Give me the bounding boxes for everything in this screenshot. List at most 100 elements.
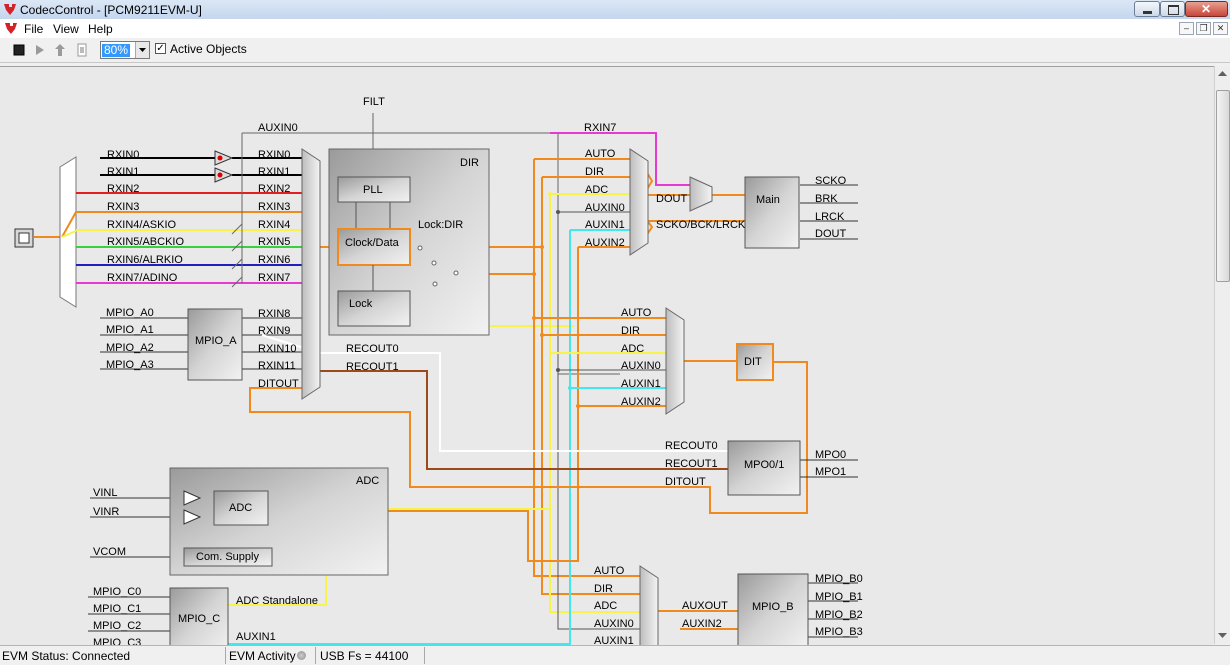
rx-input-label: RXIN3	[107, 201, 139, 213]
mpio-a-pin-labels: MPIO_A0 MPIO_A1 MPIO_A2 MPIO_A3	[106, 307, 154, 371]
rx-input-label: RXIN1	[107, 166, 139, 178]
main-mux[interactable]	[629, 148, 649, 256]
mpio-a-block[interactable]	[187, 308, 243, 381]
doc-restore-button[interactable]: ❐	[1196, 22, 1211, 35]
rx-mux-labels: RXIN0 RXIN1 RXIN2 RXIN3 RXIN4 RXIN5 RXIN…	[258, 149, 299, 390]
rx-input-label: RXIN6/ALRKIO	[107, 254, 183, 266]
stop-icon[interactable]	[12, 43, 26, 57]
clock-data-label: Clock/Data	[345, 237, 400, 249]
main-title: Main	[756, 194, 780, 206]
mpio-b-output-label: MPIO_B0	[815, 573, 863, 585]
vinr-label: VINR	[93, 506, 119, 518]
dit-block[interactable]	[736, 343, 774, 381]
zoom-value: 80%	[102, 43, 131, 57]
mpio-c-pin-label: MPIO_C3	[93, 637, 141, 645]
play-icon[interactable]	[33, 43, 47, 57]
mpo-input-label: RECOUT1	[665, 458, 718, 470]
zoom-dropdown-button[interactable]	[135, 42, 149, 58]
mpio-a-pin-label: MPIO_A2	[106, 342, 154, 354]
close-button[interactable]: ✕	[1185, 1, 1228, 17]
lock-dir-label: Lock:DIR	[418, 219, 463, 231]
scroll-down-icon[interactable]	[1218, 632, 1227, 639]
mpio-b-mux-input-label: AUXIN1	[594, 635, 634, 645]
doc-close-button[interactable]: ✕	[1213, 22, 1228, 35]
mpio-c-pin-label: MPIO_C2	[93, 620, 141, 632]
menu-file[interactable]: File	[24, 22, 44, 36]
minimize-button[interactable]	[1134, 1, 1160, 17]
doc-logo-icon	[5, 23, 17, 34]
rx-mux-input-label: RXIN3	[258, 201, 290, 213]
rx-input-label: RXIN0	[107, 149, 139, 161]
main-mux-input-label: AUTO	[585, 148, 616, 160]
dout-selector[interactable]	[689, 176, 713, 212]
rx-input-label: RXIN4/ASKIO	[107, 219, 177, 231]
mpo-title: MPO0/1	[744, 459, 784, 471]
mpio-b-block[interactable]	[737, 573, 809, 645]
upload-icon[interactable]	[53, 43, 67, 57]
active-objects-label: Active Objects	[170, 42, 247, 56]
menu-view[interactable]: View	[53, 22, 79, 36]
dit-mux-input-label: AUXIN1	[621, 378, 661, 390]
mpio-c-title: MPIO_C	[178, 613, 220, 625]
mpio-b-auxin2-label: AUXIN2	[682, 618, 722, 630]
menu-help[interactable]: Help	[88, 22, 113, 36]
dit-mux-input-label: AUXIN2	[621, 396, 661, 408]
pll-block[interactable]	[337, 176, 411, 203]
com-supply-block[interactable]	[183, 547, 273, 567]
adc-title: ADC	[356, 475, 379, 487]
mpio-c-block[interactable]	[169, 587, 229, 645]
scroll-thumb[interactable]	[1216, 90, 1230, 282]
mpo-input-label: RECOUT0	[665, 440, 718, 452]
dit-mux-input-label: DIR	[621, 325, 640, 337]
rx-mux[interactable]	[301, 148, 321, 400]
rx-mux-input-label: RXIN11	[258, 360, 296, 372]
mpio-a-title: MPIO_A	[195, 335, 237, 347]
dit-mux[interactable]	[665, 307, 685, 415]
adc-core-label: ADC	[229, 502, 252, 514]
mpio-c-pin-label: MPIO_C0	[93, 586, 141, 598]
toolbar: 80% ✓ Active Objects	[0, 38, 1230, 63]
mpio-b-mux[interactable]	[639, 565, 659, 645]
clock-data-block[interactable]	[337, 228, 411, 266]
dit-mux-input-label: AUTO	[621, 307, 652, 319]
rx-mux-input-label: DITOUT	[258, 378, 299, 390]
zoom-select[interactable]: 80%	[100, 41, 150, 59]
dout-bus-label: DOUT	[656, 193, 687, 205]
main-mux-input-label: ADC	[585, 184, 608, 196]
recout1-label: RECOUT1	[346, 361, 399, 373]
main-output-label: LRCK	[815, 211, 845, 223]
lock-label: Lock	[349, 298, 373, 310]
vertical-scrollbar[interactable]	[1214, 66, 1230, 644]
mpo-block[interactable]	[727, 440, 801, 496]
chevron-down-icon	[139, 48, 146, 52]
lock-block[interactable]	[337, 290, 411, 327]
page-icon[interactable]	[75, 43, 89, 57]
mpio-c-auxin1-label: AUXIN1	[236, 631, 276, 643]
filt-label: FILT	[363, 96, 385, 108]
main-output-label: SCKO	[815, 175, 847, 187]
adc-core-block[interactable]	[213, 490, 269, 526]
activity-led-icon	[297, 651, 306, 660]
doc-minimize-button[interactable]: –	[1179, 22, 1194, 35]
recout0-label: RECOUT0	[346, 343, 399, 355]
mpio-b-mux-input-label: AUTO	[594, 565, 625, 577]
status-bar: EVM Status: Connected EVM Activity USB F…	[0, 645, 1230, 665]
rx-mux-input-label: RXIN9	[258, 325, 290, 337]
scroll-up-icon[interactable]	[1218, 70, 1227, 77]
adc-standalone-label: ADC Standalone	[236, 595, 318, 607]
rx-input-label: RXIN2	[107, 183, 139, 195]
vcom-label: VCOM	[93, 546, 126, 558]
mpio-b-output-label: MPIO_B2	[815, 609, 863, 621]
main-block[interactable]	[744, 176, 800, 249]
main-output-labels: SCKO BRK LRCK DOUT	[815, 175, 847, 240]
mpio-b-output-labels: MPIO_B0 MPIO_B1 MPIO_B2 MPIO_B3	[815, 573, 863, 638]
rx-mux-input-label: RXIN8	[258, 308, 290, 320]
mpo-input-label: DITOUT	[665, 476, 706, 488]
maximize-button[interactable]	[1160, 1, 1185, 17]
active-objects-checkbox[interactable]: ✓	[155, 43, 166, 54]
rx-input-labels: RXIN0 RXIN1 RXIN2 RXIN3 RXIN4/ASKIO RXIN…	[107, 149, 184, 284]
rx-mux-input-label: RXIN1	[258, 166, 290, 178]
usb-fs: USB Fs = 44100	[320, 649, 409, 663]
mpo1-label: MPO1	[815, 466, 846, 478]
mpio-c-pin-labels: MPIO_C0 MPIO_C1 MPIO_C2 MPIO_C3	[93, 586, 141, 645]
